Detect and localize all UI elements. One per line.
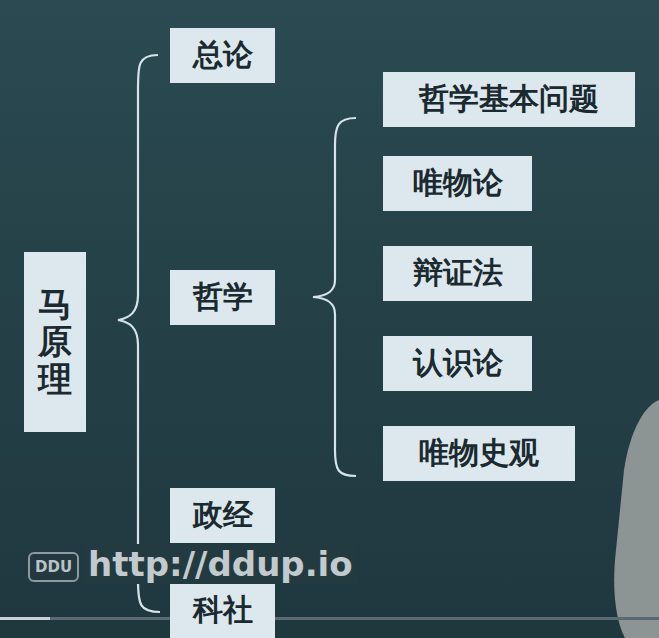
- node-text: 哲学: [193, 277, 253, 318]
- topic-box: 科社: [170, 583, 275, 638]
- subtopic-box: 唯物论: [383, 156, 532, 211]
- node-text: 马原理: [38, 286, 72, 398]
- topic-box: 哲学: [170, 270, 275, 325]
- presenter-figure: [614, 400, 659, 638]
- node-text: 唯物史观: [419, 433, 539, 474]
- progress-played: [0, 617, 50, 620]
- node-text: 总论: [193, 35, 253, 76]
- watermark: http://ddup.io: [84, 544, 357, 584]
- progress-bar: [0, 617, 659, 620]
- inner-brace: [313, 118, 356, 476]
- root-box: 马原理: [24, 252, 86, 432]
- node-text: 唯物论: [413, 163, 503, 204]
- subtopic-box: 辩证法: [383, 246, 532, 301]
- subtopic-box: 认识论: [383, 336, 532, 391]
- topic-box: 政经: [170, 488, 275, 543]
- node-text: 辩证法: [413, 253, 503, 294]
- node-text: 政经: [193, 495, 253, 536]
- node-text: 哲学基本问题: [419, 79, 599, 120]
- subtopic-box: 哲学基本问题: [383, 72, 635, 127]
- subtopic-box: 唯物史观: [383, 426, 575, 481]
- node-text: 认识论: [413, 343, 503, 384]
- logo-text: DDU: [28, 552, 79, 582]
- outer-brace: [118, 55, 160, 612]
- node-text: 科社: [193, 590, 253, 631]
- topic-box: 总论: [170, 28, 275, 83]
